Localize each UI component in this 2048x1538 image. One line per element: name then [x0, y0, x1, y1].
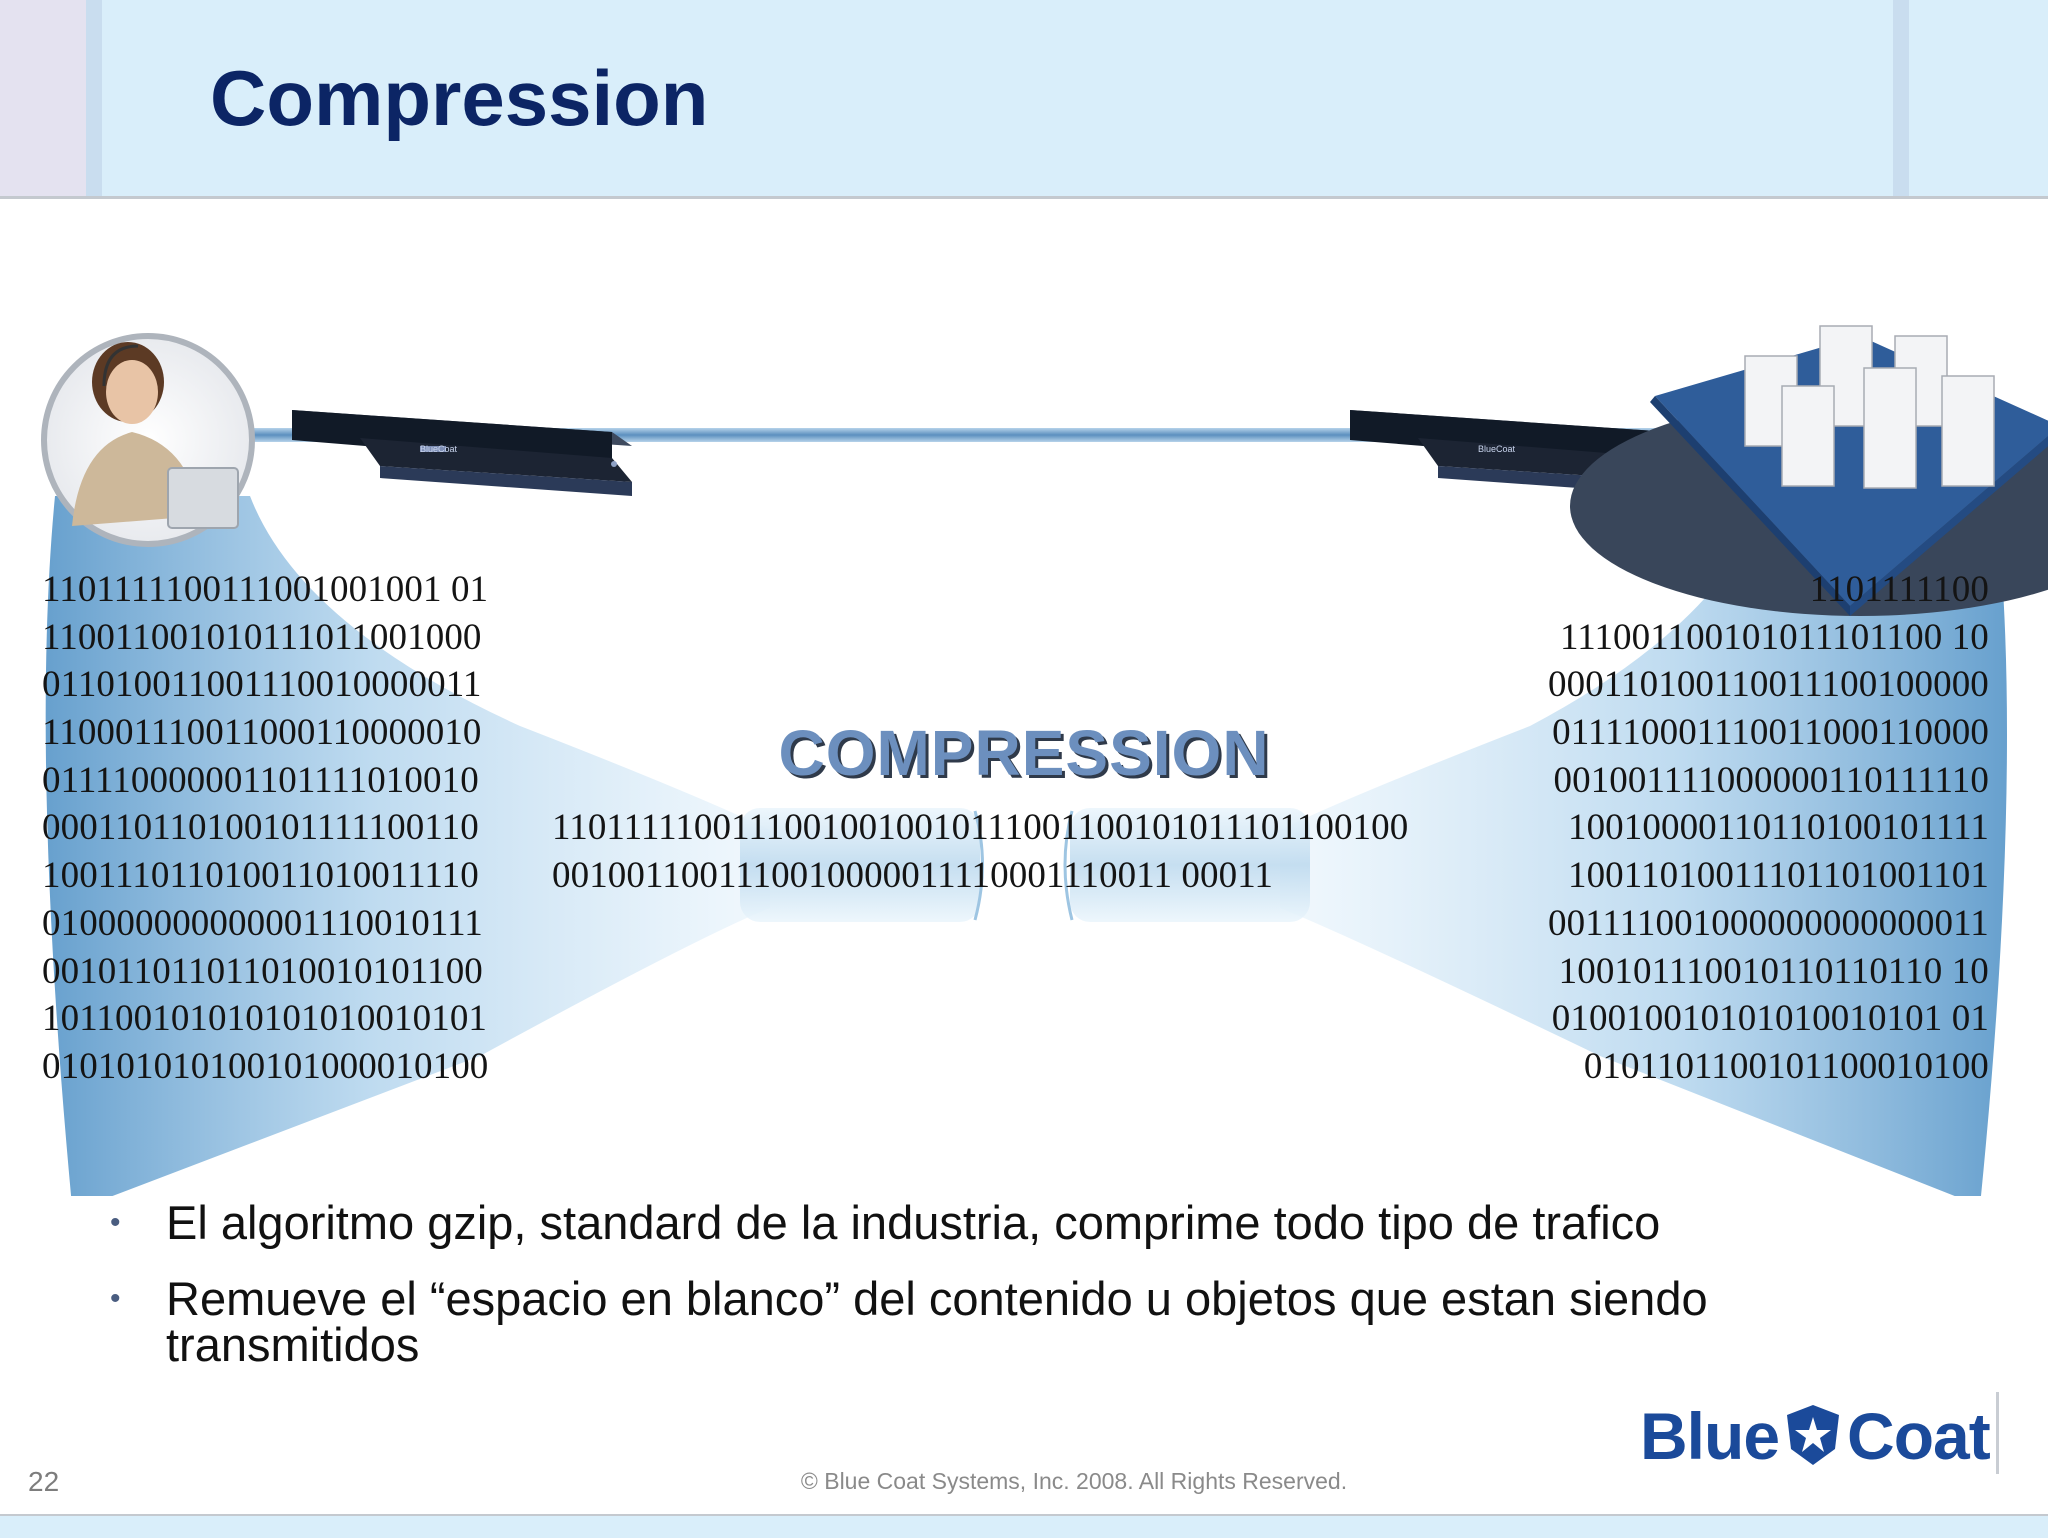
- right-appliance-brand: BlueCoat: [1478, 444, 1516, 454]
- bullet-item: • Remueve el “espacio en blanco” del cont…: [110, 1275, 1950, 1368]
- bullet-icon: •: [110, 1282, 121, 1315]
- logo-text-left: Blue: [1640, 1399, 1780, 1473]
- binary-line: 001001111000000110111110: [1553, 759, 1989, 801]
- page-number: 22: [28, 1466, 60, 1497]
- right-data-cone: [1280, 496, 2007, 1196]
- binary-line: 111001100101011101100 10: [1560, 616, 1989, 658]
- bullet-text: El algoritmo gzip, standard de la indust…: [166, 1196, 1661, 1249]
- header-left-accent: [86, 0, 102, 196]
- tube-gap: [973, 810, 1074, 921]
- binary-line: 000110100110011100100000: [1548, 664, 1989, 706]
- user-icon: [41, 333, 255, 547]
- left-binary-block: 1101111100111001001001 01 110011001010111…: [42, 566, 488, 1091]
- bullet-text: Remueve el “espacio en blanco” del conte…: [166, 1272, 1708, 1371]
- logo-divider: [1996, 1392, 1999, 1474]
- binary-line: 1101111100: [1809, 569, 1989, 610]
- binary-line: 001111001000000000000011: [1548, 902, 1989, 944]
- right-compressed-tube: [1070, 808, 1310, 922]
- binary-line: 100101110010110110110 10: [1558, 950, 1989, 992]
- logo-text-right: Coat: [1847, 1399, 1991, 1473]
- binary-line: 10011010011101101001101: [1567, 855, 1989, 897]
- bullet-icon: •: [110, 1206, 121, 1239]
- header-right-accent: [1893, 0, 1909, 196]
- left-compressed-tube: [740, 808, 980, 922]
- binary-line: 1101111100111001001001011100110010101110…: [552, 807, 1409, 848]
- binary-line: 10010000110110100101111: [1567, 807, 1989, 849]
- left-appliance: BlueCoat: [292, 410, 632, 496]
- slide-title: Compression: [210, 54, 709, 142]
- header-left-strip: [0, 0, 86, 196]
- bluecoat-logo: Blue Coat: [1640, 1398, 1991, 1474]
- left-appliance-brand: BlueCoat: [420, 444, 458, 454]
- binary-line: 0101101100101100010100: [1583, 1045, 1989, 1087]
- binary-line: 011110001110011000110000: [1552, 712, 1989, 754]
- binary-line: 110011001010111011001000: [42, 616, 482, 658]
- binary-line: 0010011001110010000011110001110011 00011: [552, 854, 1274, 896]
- copyright-notice: © Blue Coat Systems, Inc. 2008. All Righ…: [800, 1468, 1348, 1494]
- binary-line: 010000000000001110010111: [42, 902, 483, 944]
- bullet-list: • El algoritmo gzip, standard de la indus…: [110, 1199, 1950, 1398]
- binary-line: 1101111100111001001001 01: [42, 569, 489, 610]
- bullet-item: • El algoritmo gzip, standard de la indus…: [110, 1199, 1950, 1246]
- binary-line: 110001110011000110000010: [42, 712, 482, 754]
- binary-line: 100111011010011010011110: [42, 855, 479, 897]
- shield-star-icon: [1787, 1405, 1840, 1465]
- data-center-icon: [1570, 325, 2048, 616]
- binary-line: 010010010101010010101 01: [1551, 998, 1989, 1040]
- binary-line: 010101010100101000010100: [42, 1045, 489, 1087]
- binary-line: 000110110100101111100110: [42, 807, 479, 849]
- right-binary-block: 1101111100 111001100101011101100 10 000110…: [1548, 566, 1989, 1091]
- binary-line: 011010011001110010000011: [42, 664, 482, 706]
- binary-line: 101100101010101010010101: [42, 998, 488, 1040]
- slide-header: Compression: [0, 0, 2048, 199]
- binary-line: 001011011011010010101100: [42, 950, 483, 992]
- left-data-cone: [45, 496, 770, 1196]
- compression-diagram: BlueCoat BlueCoat: [41, 325, 2048, 1196]
- compressed-binary-block: 1101111100111001001001011100110010101110…: [552, 804, 1408, 899]
- binary-line: 011110000001101111010010: [42, 759, 479, 801]
- footer-bar: [0, 1514, 2048, 1538]
- compression-label: COMPRESSION: [778, 717, 1270, 789]
